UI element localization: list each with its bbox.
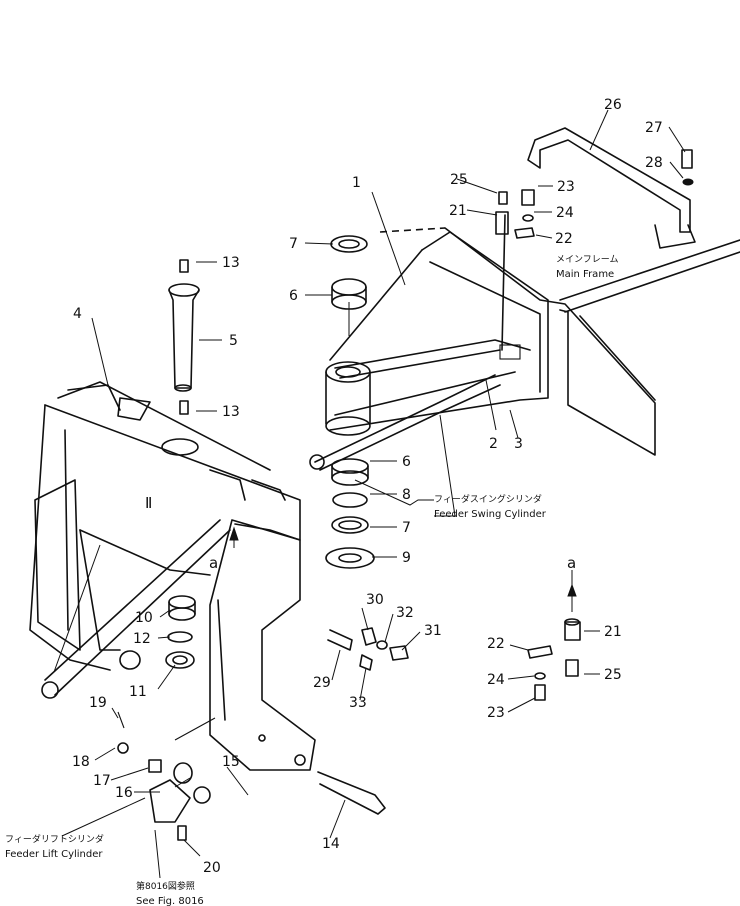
view-a-label-detail: a [567, 554, 576, 572]
part-number: 29 [313, 675, 331, 691]
part-number: 3 [514, 436, 523, 452]
part-number: 7 [402, 520, 411, 536]
bearing-stack-upper [330, 235, 368, 336]
part-number: 15 [222, 754, 240, 770]
part-number: 33 [349, 695, 367, 711]
part-number: 12 [133, 631, 151, 647]
part-number: 22 [487, 636, 505, 652]
part-number: 25 [450, 172, 468, 188]
part-number: 30 [366, 592, 384, 608]
swing-bracket [325, 214, 549, 436]
part-number-callouts: 1 2 3 4 5 6 6 7 7 8 9 10 11 12 13 13 14 … [72, 97, 663, 876]
swing-cylinder-label-en: Feeder Swing Cylinder [434, 509, 547, 520]
part-number: 1 [352, 175, 361, 191]
part-number: 28 [645, 155, 663, 171]
part-number: 8 [402, 487, 411, 503]
swing-cylinder-label-jp: フィーダスイングシリンダ [434, 493, 542, 505]
main-frame-label-en: Main Frame [556, 269, 614, 280]
view-a-detail: a [527, 554, 581, 701]
part-number: 9 [402, 550, 411, 566]
part-number: 31 [424, 623, 442, 639]
part-number: 18 [72, 754, 90, 770]
main-frame-body [379, 227, 740, 456]
part-number: 10 [135, 610, 153, 626]
lower-hardware [117, 627, 409, 841]
part-number: 23 [557, 179, 575, 195]
part-number: 5 [229, 333, 238, 349]
part-number: 24 [556, 205, 574, 221]
part-number: 2 [489, 436, 498, 452]
roman-numeral-mark: Ⅱ [145, 494, 152, 512]
part-number: 32 [396, 605, 414, 621]
part-number: 19 [89, 695, 107, 711]
main-frame-label-jp: メインフレーム [556, 254, 618, 265]
view-a-marker: a [209, 526, 239, 572]
lift-arm [174, 519, 316, 771]
part-number: 21 [449, 203, 467, 219]
part-number: 11 [129, 684, 147, 700]
lift-pivot-bushes [165, 595, 196, 669]
leader-lines [53, 109, 686, 879]
hardware-upper [495, 149, 694, 239]
annotation-labels: メインフレーム Main Frame フィーダスイングシリンダ Feeder S… [5, 254, 618, 906]
part-number: 26 [604, 97, 622, 113]
part-number: 7 [289, 236, 298, 252]
lift-cylinder-label-en: Feeder Lift Cylinder [5, 849, 103, 860]
bearing-stack-lower [325, 458, 375, 569]
part-number: 23 [487, 705, 505, 721]
part-number: 16 [115, 785, 133, 801]
part-number: 24 [487, 672, 505, 688]
part-number: 21 [604, 624, 622, 640]
view-a-label-main: a [209, 554, 218, 572]
feeder-lift-cylinder [41, 519, 231, 699]
see-fig-label-en: See Fig. 8016 [136, 896, 204, 906]
pin-5 [168, 259, 200, 415]
part-number: 6 [289, 288, 298, 304]
part-number: 27 [645, 120, 663, 136]
part-number: 25 [604, 667, 622, 683]
part-number: 13 [222, 255, 240, 271]
lift-cylinder-label-jp: フィーダリフトシリンダ [5, 833, 104, 845]
feeder-swing-cylinder [309, 374, 501, 471]
part-number: 13 [222, 404, 240, 420]
part-number: 20 [203, 860, 221, 876]
part-number: 17 [93, 773, 111, 789]
bracket-26 [527, 127, 696, 249]
part-number: 4 [73, 306, 82, 322]
part-number: 6 [402, 454, 411, 470]
see-fig-label-jp: 第8016図参照 [136, 880, 195, 892]
part-number: 22 [555, 231, 573, 247]
part-number: 14 [322, 836, 340, 852]
